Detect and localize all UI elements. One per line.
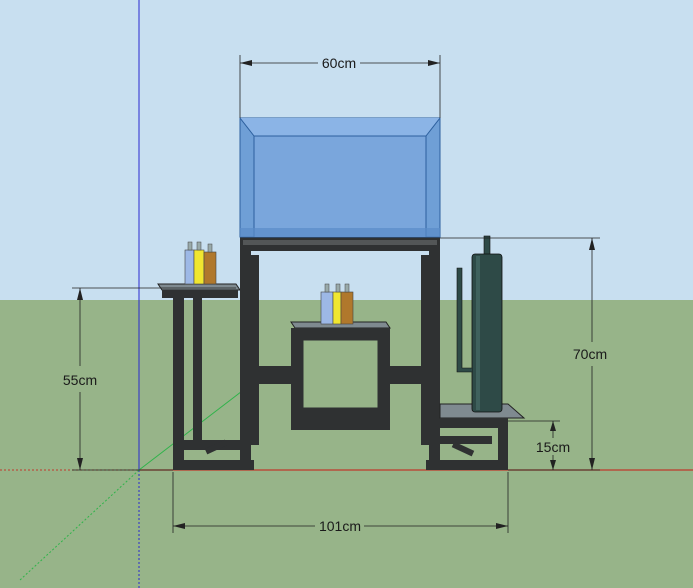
label-side-shelf-height: 55cm [63, 372, 97, 388]
dimension-sump-shelf-height: 15cm [508, 420, 570, 470]
dimension-total-width: 101cm [172, 472, 509, 534]
label-sump-shelf-height: 15cm [536, 439, 570, 455]
main-stand[interactable] [240, 237, 440, 470]
dosing-bottles-center [320, 283, 354, 325]
dimension-side-shelf-height: 55cm [63, 287, 236, 471]
aquarium-tank[interactable] [239, 117, 441, 238]
label-total-width: 101cm [319, 518, 361, 534]
dosing-bottles-left [184, 241, 217, 285]
label-tank-width: 60cm [322, 55, 356, 71]
label-stand-height: 70cm [573, 346, 607, 362]
dimension-tank-width: 60cm [239, 55, 441, 118]
dimension-stand-height: 70cm [440, 237, 607, 471]
center-cabinet[interactable] [290, 321, 391, 430]
reactor-cylinder[interactable] [456, 235, 503, 413]
ground-plane [0, 300, 693, 588]
green-axis-dashed [19, 469, 140, 581]
